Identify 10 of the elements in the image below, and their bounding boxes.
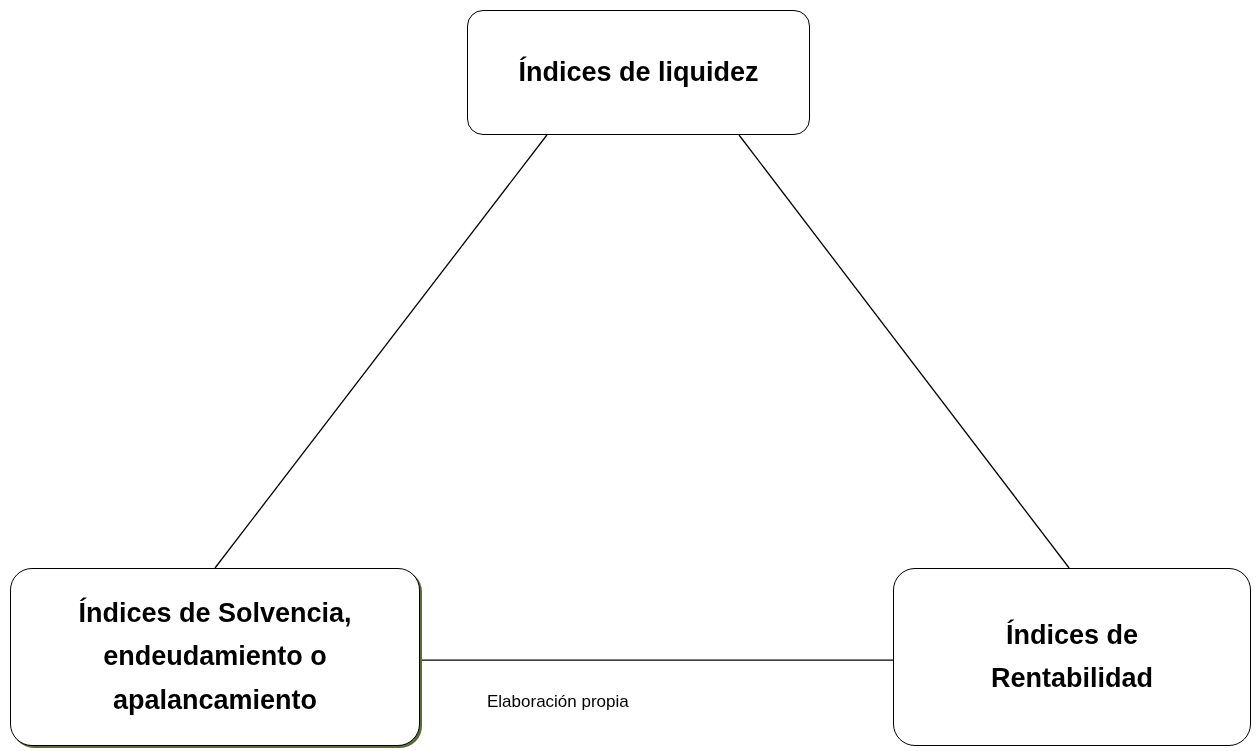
rounded-box <box>10 568 420 746</box>
rounded-box <box>467 10 810 135</box>
rounded-box <box>893 568 1251 746</box>
connector-line <box>214 134 548 569</box>
box-title: Índices de Solvencia, endeudamiento o apalancamiento <box>77 596 353 717</box>
source-note: Elaboración propia <box>487 692 629 712</box>
box-title: Índices de liquidez <box>518 55 759 89</box>
connector-line <box>738 134 1070 569</box>
box-title: Índices de Rentabilidad <box>990 618 1154 695</box>
connector-line <box>419 659 894 661</box>
